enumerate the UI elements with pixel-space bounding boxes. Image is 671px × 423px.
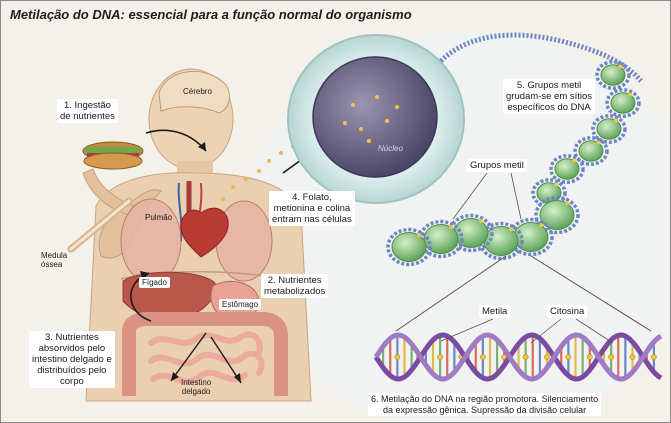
- cytosine-label: Citosina: [547, 305, 587, 318]
- step-6-line: 6. Metilação do DNA na região promotora.…: [371, 394, 598, 405]
- step-3-line: distribuídos pelo: [32, 365, 112, 376]
- step-3-label: 3. Nutrientes absorvidos pelo intestino …: [29, 331, 115, 388]
- methyl-group: [609, 354, 614, 359]
- step-5-line: específicos do DNA: [506, 102, 592, 113]
- organ-label-pulmao: Pulmão: [145, 213, 172, 222]
- step-4-line: entram nas células: [272, 214, 352, 225]
- step-4-line: 4. Folato,: [272, 192, 352, 203]
- methyl-group: [480, 354, 485, 359]
- step-2-line: 2. Nutrientes: [264, 275, 325, 286]
- step-1-line: 1. Ingestão: [60, 100, 115, 111]
- step-1-line: de nutrientes: [60, 111, 115, 122]
- step-3-line: 3. Nutrientes: [32, 332, 112, 343]
- step-5-label: 5. Grupos metil grudam-se em sítios espe…: [503, 79, 595, 114]
- step-3-line: absorvidos pelo: [32, 343, 112, 354]
- methyl-group: [566, 354, 571, 359]
- methyl-group: [438, 354, 443, 359]
- methyl-group: [651, 354, 656, 359]
- step-2-line: metabolizados: [264, 286, 325, 297]
- organ-label-cerebro: Cérebro: [183, 87, 212, 96]
- step-1-label: 1. Ingestão de nutrientes: [57, 99, 118, 123]
- methyl-group: [544, 354, 549, 359]
- methyl-group: [630, 354, 635, 359]
- step-3-line: intestino delgado e: [32, 354, 112, 365]
- organ-label-intestino: Intestino delgado: [181, 378, 211, 396]
- step-5-line: grudam-se em sítios: [506, 91, 592, 102]
- medula-line: óssea: [41, 260, 67, 269]
- organ-label-medula: Medula óssea: [41, 251, 67, 269]
- methyl-group: [523, 354, 528, 359]
- step-2-label: 2. Nutrientes metabolizados: [261, 274, 328, 298]
- methyl-groups-label: Grupos metil: [467, 159, 527, 172]
- step-5-line: 5. Grupos metil: [506, 80, 592, 91]
- step-4-line: metionina e colina: [272, 203, 352, 214]
- methyl-label: Metila: [479, 305, 510, 318]
- sandwich-icon: [83, 142, 143, 169]
- cell: [288, 35, 464, 203]
- step-6-line: da expressão gênica. Supressão da divisã…: [371, 405, 598, 416]
- nucleus-label: Núcleo: [378, 144, 403, 153]
- intestino-line: delgado: [181, 387, 211, 396]
- organ-label-figado: Fígado: [139, 277, 170, 288]
- step-6-label: 6. Metilação do DNA na região promotora.…: [368, 393, 601, 416]
- medula-line: Medula: [41, 251, 67, 260]
- methyl-group: [587, 354, 592, 359]
- step-3-line: corpo: [32, 376, 112, 387]
- methyl-group: [395, 354, 400, 359]
- page-title: Metilação do DNA: essencial para a funçã…: [10, 7, 412, 22]
- organ-label-estomago: Estômago: [219, 299, 261, 310]
- step-4-label: 4. Folato, metionina e colina entram nas…: [269, 191, 355, 226]
- intestino-line: Intestino: [181, 378, 211, 387]
